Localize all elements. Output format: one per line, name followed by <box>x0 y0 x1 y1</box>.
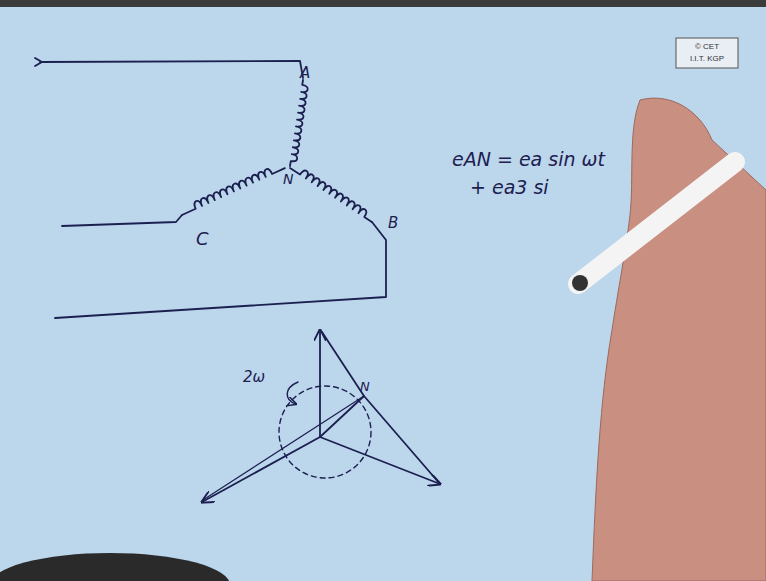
phasor-a <box>319 330 321 437</box>
wire-c <box>62 215 182 226</box>
rotation-label: 2ω <box>243 370 265 385</box>
equation: eAN = ea sin ωt <box>452 150 605 169</box>
wire-a <box>40 61 303 78</box>
rotation-arrow <box>287 382 298 404</box>
equation: + ea3 si <box>470 178 549 197</box>
wire-arrow <box>35 58 42 66</box>
neutral-label: N <box>360 380 370 393</box>
terminal-label: B <box>388 216 398 231</box>
watermark: I.I.T. KGP <box>690 55 724 63</box>
marker-cap <box>572 275 588 291</box>
line-voltage <box>322 332 440 484</box>
terminal-label: A <box>300 66 310 81</box>
coil-c <box>179 162 285 215</box>
watermark-box <box>676 38 738 68</box>
shadow <box>0 553 230 581</box>
watermark: © CET <box>695 43 719 51</box>
phasor-c <box>202 437 320 502</box>
coil-a <box>290 80 309 167</box>
coil-b <box>290 162 376 222</box>
terminal-label: C <box>196 230 209 248</box>
neutral-phasor <box>320 396 364 437</box>
phasor-b <box>320 437 440 484</box>
wire-b <box>55 222 386 318</box>
line-voltage <box>203 396 364 500</box>
paper-edge <box>0 0 766 7</box>
neutral-label: N <box>283 172 293 186</box>
marker <box>578 162 735 284</box>
